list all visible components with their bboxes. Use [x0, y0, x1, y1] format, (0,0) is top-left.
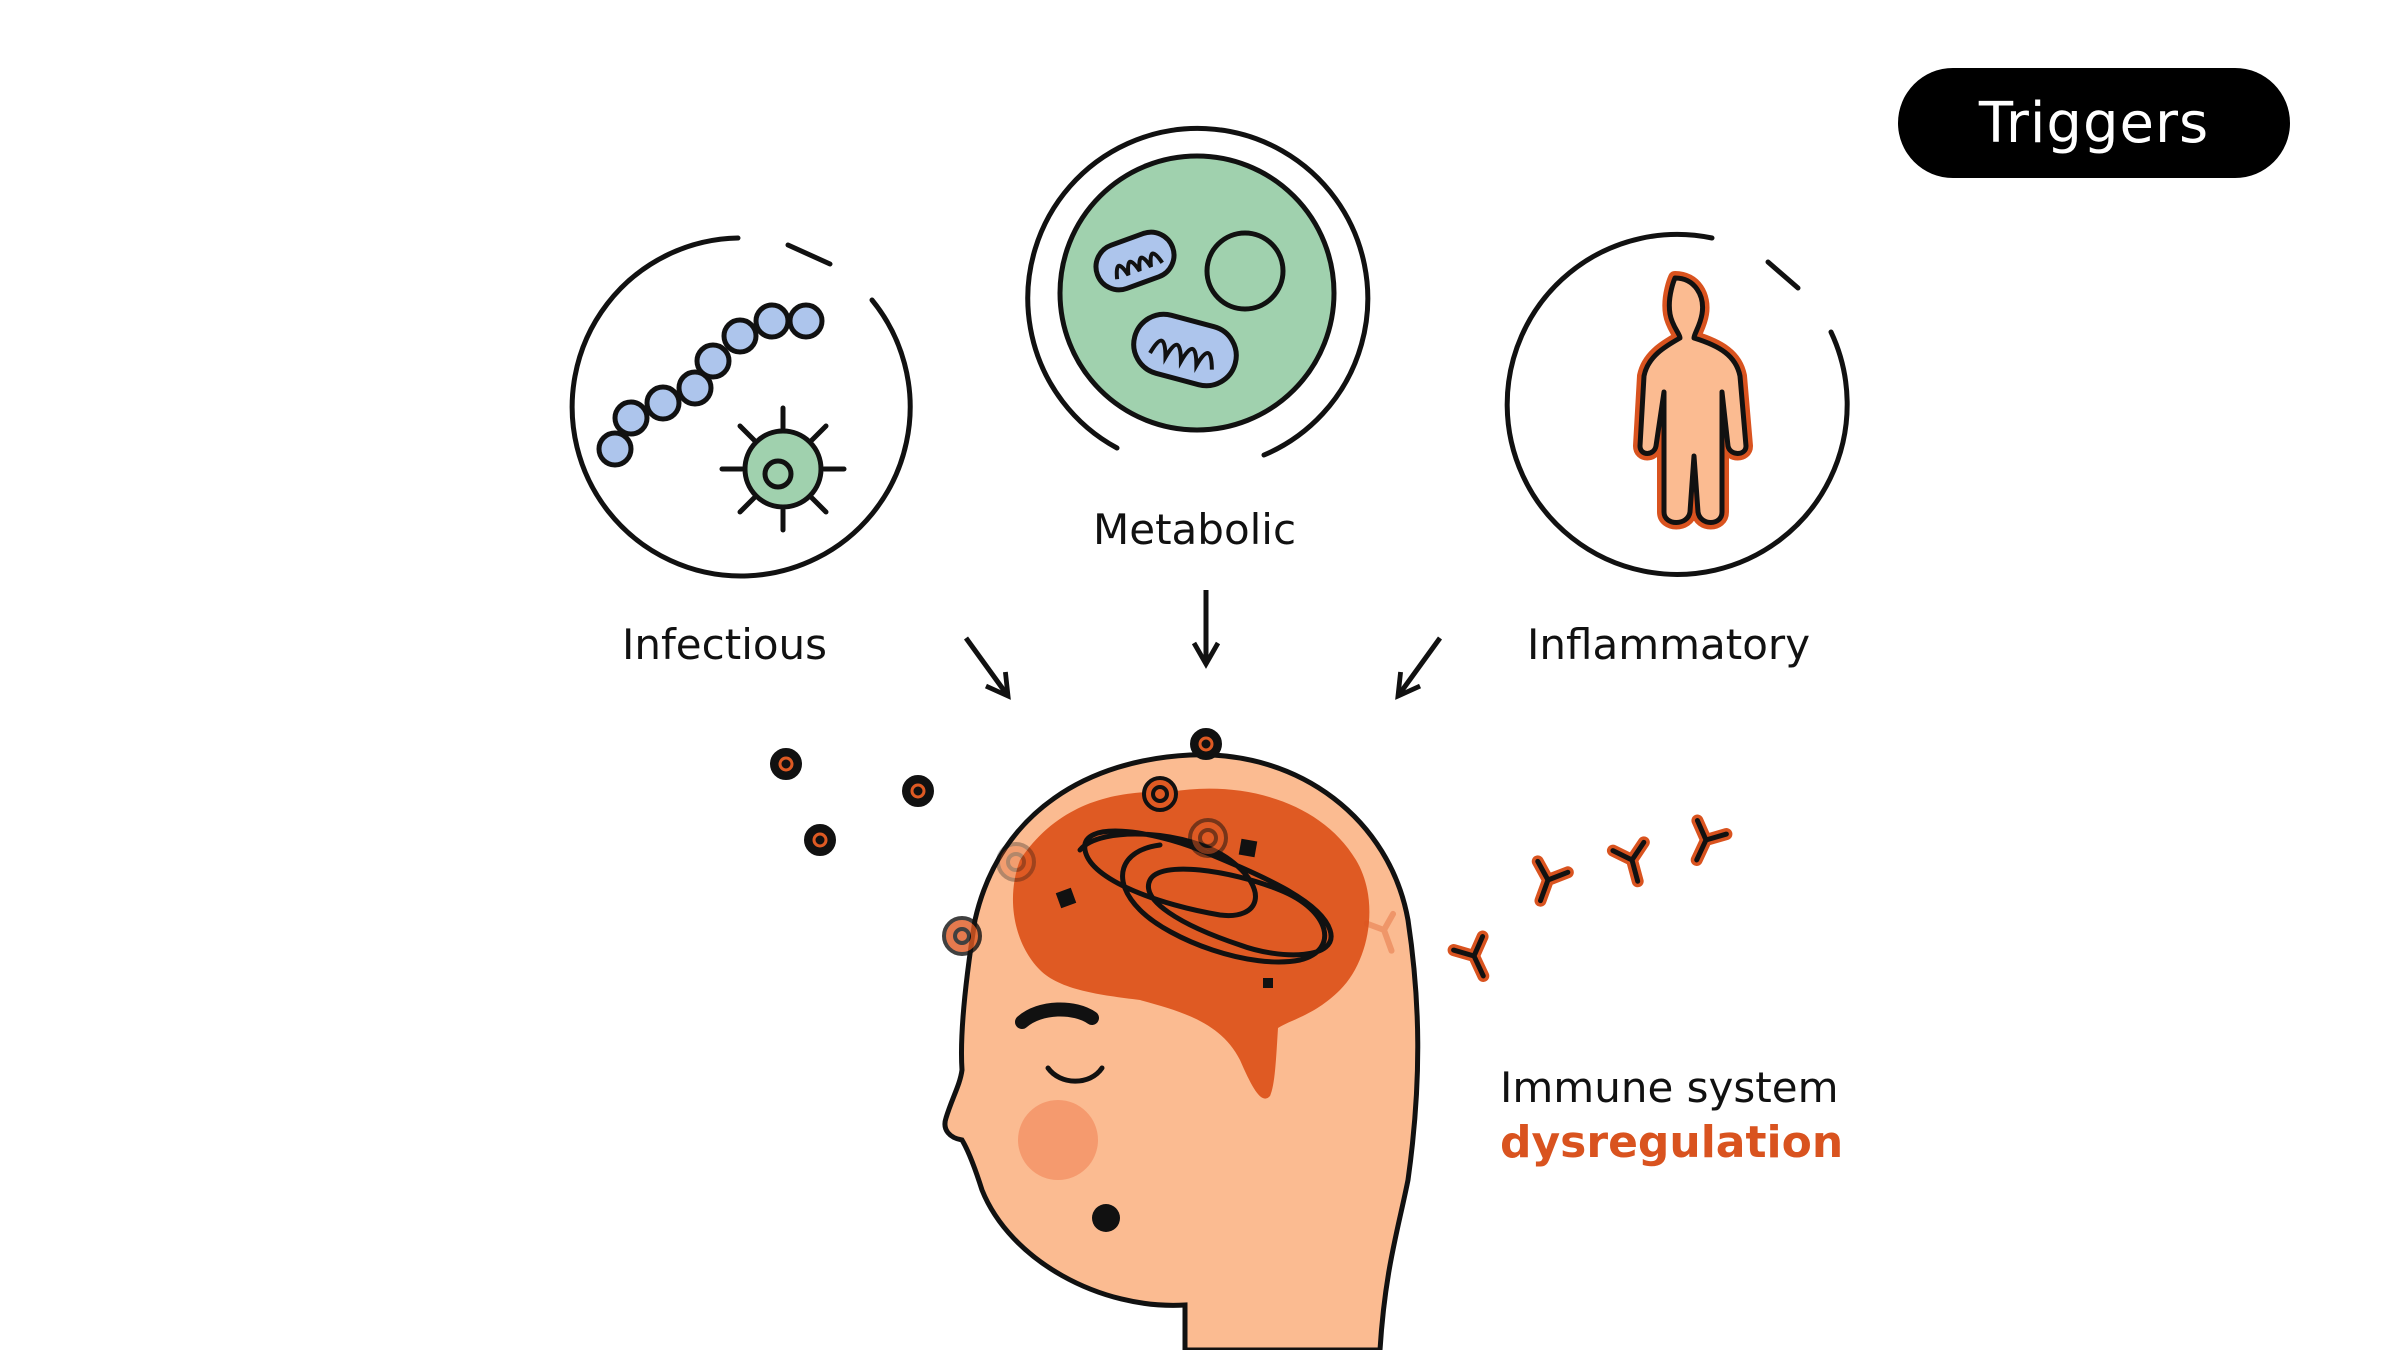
- metabolic-icon-group: [1025, 125, 1371, 458]
- outcome-label: Immune system dysregulation: [1500, 1062, 1843, 1170]
- metabolic-cell: [1057, 153, 1337, 433]
- infectious-icon-group: [569, 235, 913, 579]
- trigger-label-infectious: Infectious: [622, 620, 828, 669]
- trigger-label-inflammatory: Inflammatory: [1527, 620, 1811, 669]
- mouth-icon: [1092, 1204, 1120, 1232]
- inflammatory-circle-dash: [1765, 259, 1801, 291]
- triggers-badge-label: Triggers: [1978, 90, 2210, 156]
- inflammatory-icon-group: [1504, 231, 1850, 577]
- cheek-blush: [1018, 1100, 1098, 1180]
- tangled-thoughts-icon: [1077, 828, 1334, 965]
- outcome-line1: Immune system: [1500, 1063, 1839, 1112]
- mitochondria-icon: [1131, 311, 1239, 389]
- virus-icon: [719, 405, 847, 533]
- triggers-badge: Triggers: [1898, 68, 2290, 178]
- trigger-label-metabolic: Metabolic: [1093, 505, 1297, 554]
- head-illustration: [942, 752, 1421, 1350]
- infectious-circle: [569, 235, 913, 579]
- inflammatory-circle: [1504, 231, 1850, 577]
- outcome-line2-highlight: dysregulation: [1500, 1116, 1844, 1168]
- metabolic-outer-circle: [1025, 125, 1371, 458]
- arrow-infectious: [963, 636, 1011, 700]
- mitochondria-icon: [1093, 229, 1177, 293]
- cell-nucleus-icon: [1204, 230, 1286, 312]
- bacteria-chain-icon: [596, 302, 825, 468]
- inflamed-body-icon: [1633, 271, 1753, 530]
- inflammatory-particles: [770, 728, 1228, 956]
- antibodies-icon: [1363, 814, 1733, 982]
- closed-eye-icon: [1045, 1065, 1105, 1084]
- infectious-circle-dash: [785, 242, 833, 267]
- arrow-inflammatory: [1395, 636, 1443, 700]
- eyebrow-icon: [1015, 1002, 1099, 1029]
